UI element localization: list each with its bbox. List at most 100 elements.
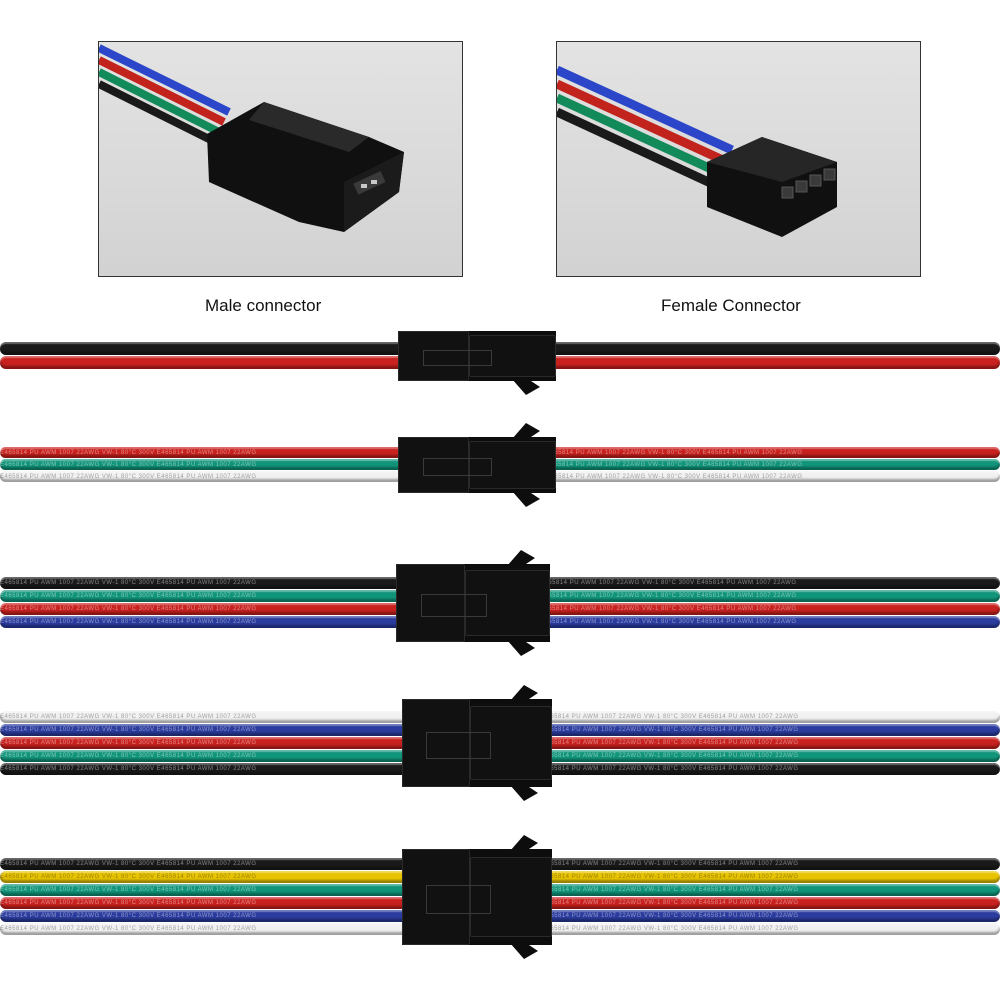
latch-top-icon — [510, 835, 540, 856]
wire-black-right — [546, 342, 1000, 355]
wire-print: E465814 PU AWM 1007 22AWG VW-1 80°C 300V… — [546, 450, 803, 456]
male-connector-illustration — [99, 44, 404, 232]
wire-print: E465814 PU AWM 1007 22AWG VW-1 80°C 300V… — [542, 739, 799, 746]
wire-print: E465814 PU AWM 1007 22AWG VW-1 80°C 300V… — [0, 593, 257, 599]
wire-print: E465814 PU AWM 1007 22AWG VW-1 80°C 300V… — [0, 580, 257, 586]
housing-rear — [469, 706, 552, 780]
housing-front — [402, 849, 470, 945]
wire-green-left: E465814 PU AWM 1007 22AWG VW-1 80°C 300V… — [0, 749, 412, 762]
wire-blue-left: E465814 PU AWM 1007 22AWG VW-1 80°C 300V… — [0, 723, 412, 736]
female-connector-illustration — [557, 65, 837, 237]
wire-blue-left: E465814 PU AWM 1007 22AWG VW-1 80°C 300V… — [0, 616, 406, 628]
latch-top-icon — [506, 550, 537, 571]
wire-red-right: E465814 PU AWM 1007 22AWG VW-1 80°C 300V… — [542, 736, 1000, 749]
wire-green-right: E465814 PU AWM 1007 22AWG VW-1 80°C 300V… — [542, 749, 1000, 762]
housing-slot — [426, 732, 491, 760]
wire-white-left: E465814 PU AWM 1007 22AWG VW-1 80°C 300V… — [0, 471, 408, 482]
wire-print: E465814 PU AWM 1007 22AWG VW-1 80°C 300V… — [0, 450, 257, 456]
wire-white-left: E465814 PU AWM 1007 22AWG VW-1 80°C 300V… — [0, 923, 412, 935]
female-connector-caption: Female Connector — [661, 296, 801, 315]
wire-print: E465814 PU AWM 1007 22AWG VW-1 80°C 300V… — [540, 580, 797, 586]
latch-bottom-icon — [511, 491, 542, 512]
wire-red-right: E465814 PU AWM 1007 22AWG VW-1 80°C 300V… — [546, 447, 1000, 458]
wire-print: E465814 PU AWM 1007 22AWG VW-1 80°C 300V… — [542, 765, 799, 772]
housing-rear — [469, 335, 556, 377]
housing-front — [396, 564, 466, 642]
wire-print: E465814 PU AWM 1007 22AWG VW-1 80°C 300V… — [0, 861, 257, 867]
wire-red-left — [0, 356, 408, 369]
wire-print: E465814 PU AWM 1007 22AWG VW-1 80°C 300V… — [542, 752, 799, 759]
wire-blue-right: E465814 PU AWM 1007 22AWG VW-1 80°C 300V… — [542, 910, 1000, 922]
wire-white-right: E465814 PU AWM 1007 22AWG VW-1 80°C 300V… — [542, 710, 1000, 723]
connector-housing-3-pin — [398, 437, 556, 493]
wire-black-right: E465814 PU AWM 1007 22AWG VW-1 80°C 300V… — [542, 858, 1000, 870]
wire-green-right: E465814 PU AWM 1007 22AWG VW-1 80°C 300V… — [546, 459, 1000, 470]
wire-black-left: E465814 PU AWM 1007 22AWG VW-1 80°C 300V… — [0, 577, 406, 589]
latch-bottom-icon — [510, 785, 540, 806]
male-connector-caption: Male connector — [205, 296, 322, 315]
housing-front — [398, 437, 470, 493]
wire-print: E465814 PU AWM 1007 22AWG VW-1 80°C 300V… — [0, 726, 257, 733]
housing-slot — [423, 350, 492, 366]
wire-print: E465814 PU AWM 1007 22AWG VW-1 80°C 300V… — [540, 619, 797, 625]
latch-top-icon — [510, 685, 540, 706]
wire-green-right: E465814 PU AWM 1007 22AWG VW-1 80°C 300V… — [540, 590, 1000, 602]
male-connector-photo — [98, 41, 463, 277]
wire-yellow-left: E465814 PU AWM 1007 22AWG VW-1 80°C 300V… — [0, 871, 412, 883]
wire-print: E465814 PU AWM 1007 22AWG VW-1 80°C 300V… — [0, 474, 257, 480]
wire-white-right: E465814 PU AWM 1007 22AWG VW-1 80°C 300V… — [542, 923, 1000, 935]
wire-red-right: E465814 PU AWM 1007 22AWG VW-1 80°C 300V… — [540, 603, 1000, 615]
wire-red-left: E465814 PU AWM 1007 22AWG VW-1 80°C 300V… — [0, 603, 406, 615]
wire-print: E465814 PU AWM 1007 22AWG VW-1 80°C 300V… — [540, 606, 797, 612]
housing-slot — [426, 885, 491, 915]
wire-print: E465814 PU AWM 1007 22AWG VW-1 80°C 300V… — [542, 874, 799, 880]
housing-front — [402, 699, 470, 787]
wire-print: E465814 PU AWM 1007 22AWG VW-1 80°C 300V… — [0, 900, 257, 906]
wire-print: E465814 PU AWM 1007 22AWG VW-1 80°C 300V… — [0, 462, 257, 468]
wire-green-left: E465814 PU AWM 1007 22AWG VW-1 80°C 300V… — [0, 459, 408, 470]
wire-red-right: E465814 PU AWM 1007 22AWG VW-1 80°C 300V… — [542, 897, 1000, 909]
wire-blue-left: E465814 PU AWM 1007 22AWG VW-1 80°C 300V… — [0, 910, 412, 922]
wire-black-right: E465814 PU AWM 1007 22AWG VW-1 80°C 300V… — [542, 762, 1000, 775]
latch-bottom-icon — [511, 379, 542, 400]
connector-housing-6-pin — [402, 849, 552, 945]
connector-housing-5-pin — [402, 699, 552, 787]
wire-print: E465814 PU AWM 1007 22AWG VW-1 80°C 300V… — [542, 713, 799, 720]
wire-print: E465814 PU AWM 1007 22AWG VW-1 80°C 300V… — [0, 713, 257, 720]
wire-print: E465814 PU AWM 1007 22AWG VW-1 80°C 300V… — [542, 913, 799, 919]
housing-slot — [423, 458, 492, 476]
wire-red-left: E465814 PU AWM 1007 22AWG VW-1 80°C 300V… — [0, 897, 412, 909]
wire-print: E465814 PU AWM 1007 22AWG VW-1 80°C 300V… — [542, 926, 799, 932]
wire-red-left: E465814 PU AWM 1007 22AWG VW-1 80°C 300V… — [0, 736, 412, 749]
wire-black-left: E465814 PU AWM 1007 22AWG VW-1 80°C 300V… — [0, 762, 412, 775]
wire-red-left: E465814 PU AWM 1007 22AWG VW-1 80°C 300V… — [0, 447, 408, 458]
wire-blue-right: E465814 PU AWM 1007 22AWG VW-1 80°C 300V… — [542, 723, 1000, 736]
wire-white-right: E465814 PU AWM 1007 22AWG VW-1 80°C 300V… — [546, 471, 1000, 482]
wire-print: E465814 PU AWM 1007 22AWG VW-1 80°C 300V… — [542, 861, 799, 867]
housing-rear — [465, 570, 550, 636]
wire-print: E465814 PU AWM 1007 22AWG VW-1 80°C 300V… — [542, 726, 799, 733]
housing-rear — [469, 441, 556, 489]
wire-black-right: E465814 PU AWM 1007 22AWG VW-1 80°C 300V… — [540, 577, 1000, 589]
housing-slot — [420, 593, 488, 618]
wire-blue-right: E465814 PU AWM 1007 22AWG VW-1 80°C 300V… — [540, 616, 1000, 628]
wire-print: E465814 PU AWM 1007 22AWG VW-1 80°C 300V… — [0, 913, 257, 919]
wire-print: E465814 PU AWM 1007 22AWG VW-1 80°C 300V… — [546, 474, 803, 480]
wire-print: E465814 PU AWM 1007 22AWG VW-1 80°C 300V… — [0, 752, 257, 759]
wire-print: E465814 PU AWM 1007 22AWG VW-1 80°C 300V… — [0, 887, 257, 893]
wire-yellow-right: E465814 PU AWM 1007 22AWG VW-1 80°C 300V… — [542, 871, 1000, 883]
wire-print: E465814 PU AWM 1007 22AWG VW-1 80°C 300V… — [542, 900, 799, 906]
wire-print: E465814 PU AWM 1007 22AWG VW-1 80°C 300V… — [540, 593, 797, 599]
latch-bottom-icon — [506, 640, 537, 661]
connector-housing-2-pin — [398, 331, 556, 381]
housing-rear — [469, 856, 552, 938]
wire-print: E465814 PU AWM 1007 22AWG VW-1 80°C 300V… — [0, 619, 257, 625]
latch-bottom-icon — [510, 943, 540, 964]
wire-print: E465814 PU AWM 1007 22AWG VW-1 80°C 300V… — [0, 739, 257, 746]
wire-white-left: E465814 PU AWM 1007 22AWG VW-1 80°C 300V… — [0, 710, 412, 723]
wire-red-right — [546, 356, 1000, 369]
wire-green-left: E465814 PU AWM 1007 22AWG VW-1 80°C 300V… — [0, 884, 412, 896]
wire-print: E465814 PU AWM 1007 22AWG VW-1 80°C 300V… — [0, 765, 257, 772]
latch-top-icon — [511, 423, 542, 444]
wire-green-right: E465814 PU AWM 1007 22AWG VW-1 80°C 300V… — [542, 884, 1000, 896]
